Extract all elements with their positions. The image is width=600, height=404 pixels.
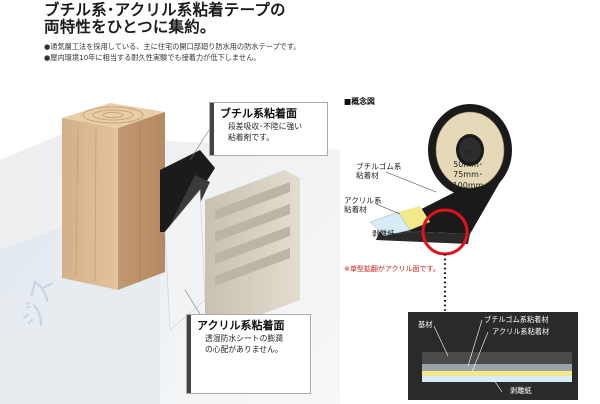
title-line-1: ブチル系･アクリル系粘着テープの [44, 1, 286, 19]
wood-grain [75, 125, 79, 277]
callout-bar [187, 315, 191, 393]
wood-post-side [118, 112, 165, 290]
callout-connector [189, 129, 210, 161]
feature-item: ●屋内環境10年に相当する耐久性実験でも接着力が低下しません。 [44, 53, 261, 62]
wood-grain [94, 127, 97, 283]
concept-label: ■概念図 [344, 97, 375, 106]
acrylic-label: アクリル系 粘着材 [344, 196, 382, 215]
butyl-label: ブチルゴム系 粘着材 [356, 162, 402, 181]
wood-post-top [62, 103, 165, 128]
wood-ring [102, 111, 124, 119]
butyl-callout: ブチル系粘着面 段差吸収･不陸に強い 粘着剤です。 [209, 102, 328, 156]
tape-roll [369, 104, 512, 244]
layer-release [422, 376, 572, 382]
title-line-2: 両特性をひとつに集約。 [44, 18, 216, 36]
page-title: ブチル系･アクリル系粘着テープの 両特性をひとつに集約。 [44, 2, 286, 36]
pointer-line [385, 171, 437, 193]
wood-post-front [62, 118, 118, 290]
callout-connector [184, 289, 201, 315]
xsec-label-base: 基材 [418, 320, 433, 329]
acrylic-callout-body: 透湿防水シートの膨潤 の心配がありません。 [205, 334, 283, 354]
butyl-callout-title: ブチル系粘着面 [220, 107, 297, 120]
pointer-line [375, 203, 401, 215]
wood-ring [82, 106, 144, 124]
layer-base [422, 352, 572, 364]
note-text: ※单型拡翻がアクリル面です。 [344, 265, 440, 273]
xsec-label-acrylic: アクリル系粘着材 [492, 327, 550, 336]
frame-step [215, 248, 290, 286]
layer-butyl [422, 364, 572, 371]
xsec-label-butyl: ブチルゴム系粘着材 [484, 315, 549, 324]
frame-step [215, 226, 290, 264]
callout-bar [210, 103, 214, 155]
xsec-label-release: 剥離紙 [510, 386, 532, 395]
frame-step [215, 204, 290, 242]
layer-acrylic [422, 371, 572, 376]
butyl-callout-body: 段差吸収･不陸に強い 粘着剤です。 [228, 122, 303, 142]
wood-ring [92, 109, 134, 121]
feature-item: ●通気層工法を採用している、主に住宅の開口部廻り防水用の防水テープです。 [44, 42, 301, 51]
acrylic-tape [164, 189, 206, 331]
cross-section-layers [408, 312, 578, 400]
acrylic-callout: アクリル系粘着面 透湿防水シートの膨潤 の心配がありません。 [186, 314, 311, 394]
acrylic-callout-title: アクリル系粘着面 [197, 319, 285, 332]
release-label: 剥離紙 [372, 229, 395, 238]
frame-step [215, 182, 290, 220]
feature-list: ●通気層工法を採用している、主に住宅の開口部廻り防水用の防水テープです。 ●屋内… [44, 41, 300, 63]
width-label: 巾 50mm･ 75mm･ 100mm [452, 149, 484, 190]
pointer-line [389, 231, 421, 235]
cross-section: 基材 ブチルゴム系粘着材 アクリル系粘着材 剥離紙 [408, 312, 578, 400]
